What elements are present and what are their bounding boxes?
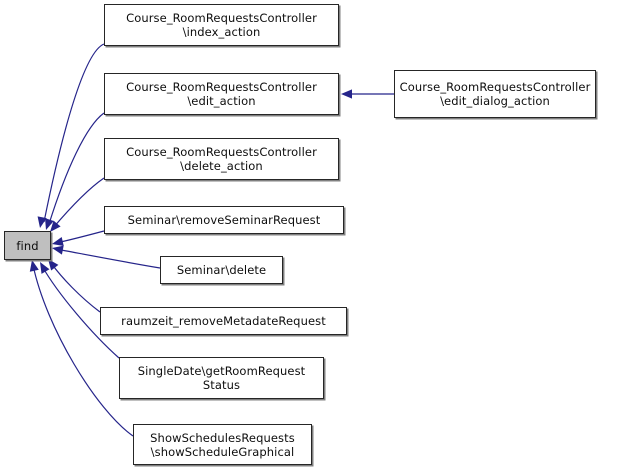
graph-node-raumzeit_removeMetadateRequest[interactable]: raumzeit_removeMetadateRequest (100, 307, 347, 335)
graph-edge-showScheduleGraphical-to-find (32, 264, 134, 437)
graph-arrowhead-icon (40, 262, 50, 274)
graph-edge-seminar_delete-to-find (55, 248, 161, 269)
graph-node-index_action[interactable]: Course_RoomRequestsController \index_act… (104, 4, 339, 46)
graph-arrowhead-icon (52, 237, 64, 247)
graph-edge-index_action-to-find (43, 43, 105, 223)
graph-node-showScheduleGraphical[interactable]: ShowSchedulesRequests \showScheduleGraph… (133, 424, 312, 465)
graph-node-edit_action[interactable]: Course_RoomRequestsController \edit_acti… (104, 73, 339, 115)
graph-node-removeSeminarRequest[interactable]: Seminar\removeSeminarRequest (104, 206, 344, 234)
graph-arrowhead-icon (52, 245, 64, 255)
graph-edge-raumzeit_removeMetadateRequest-to-find (50, 262, 101, 313)
graph-node-delete_action[interactable]: Course_RoomRequestsController \delete_ac… (104, 138, 339, 180)
graph-node-getRoomRequestStatus[interactable]: SingleDate\getRoomRequest Status (119, 357, 324, 399)
graph-node-edit_dialog_action[interactable]: Course_RoomRequestsController \edit_dial… (394, 70, 596, 118)
graph-arrowhead-icon (29, 260, 39, 272)
graph-node-find: find (4, 231, 51, 260)
graph-arrowhead-icon (37, 216, 47, 228)
graph-edge-delete_action-to-find (52, 177, 105, 229)
graph-edge-removeSeminarRequest-to-find (55, 230, 105, 244)
graph-edge-edit_action-to-find (48, 112, 105, 225)
graph-arrowhead-icon (341, 89, 352, 99)
graph-arrowhead-icon (45, 218, 54, 230)
graph-node-seminar_delete[interactable]: Seminar\delete (160, 256, 283, 284)
